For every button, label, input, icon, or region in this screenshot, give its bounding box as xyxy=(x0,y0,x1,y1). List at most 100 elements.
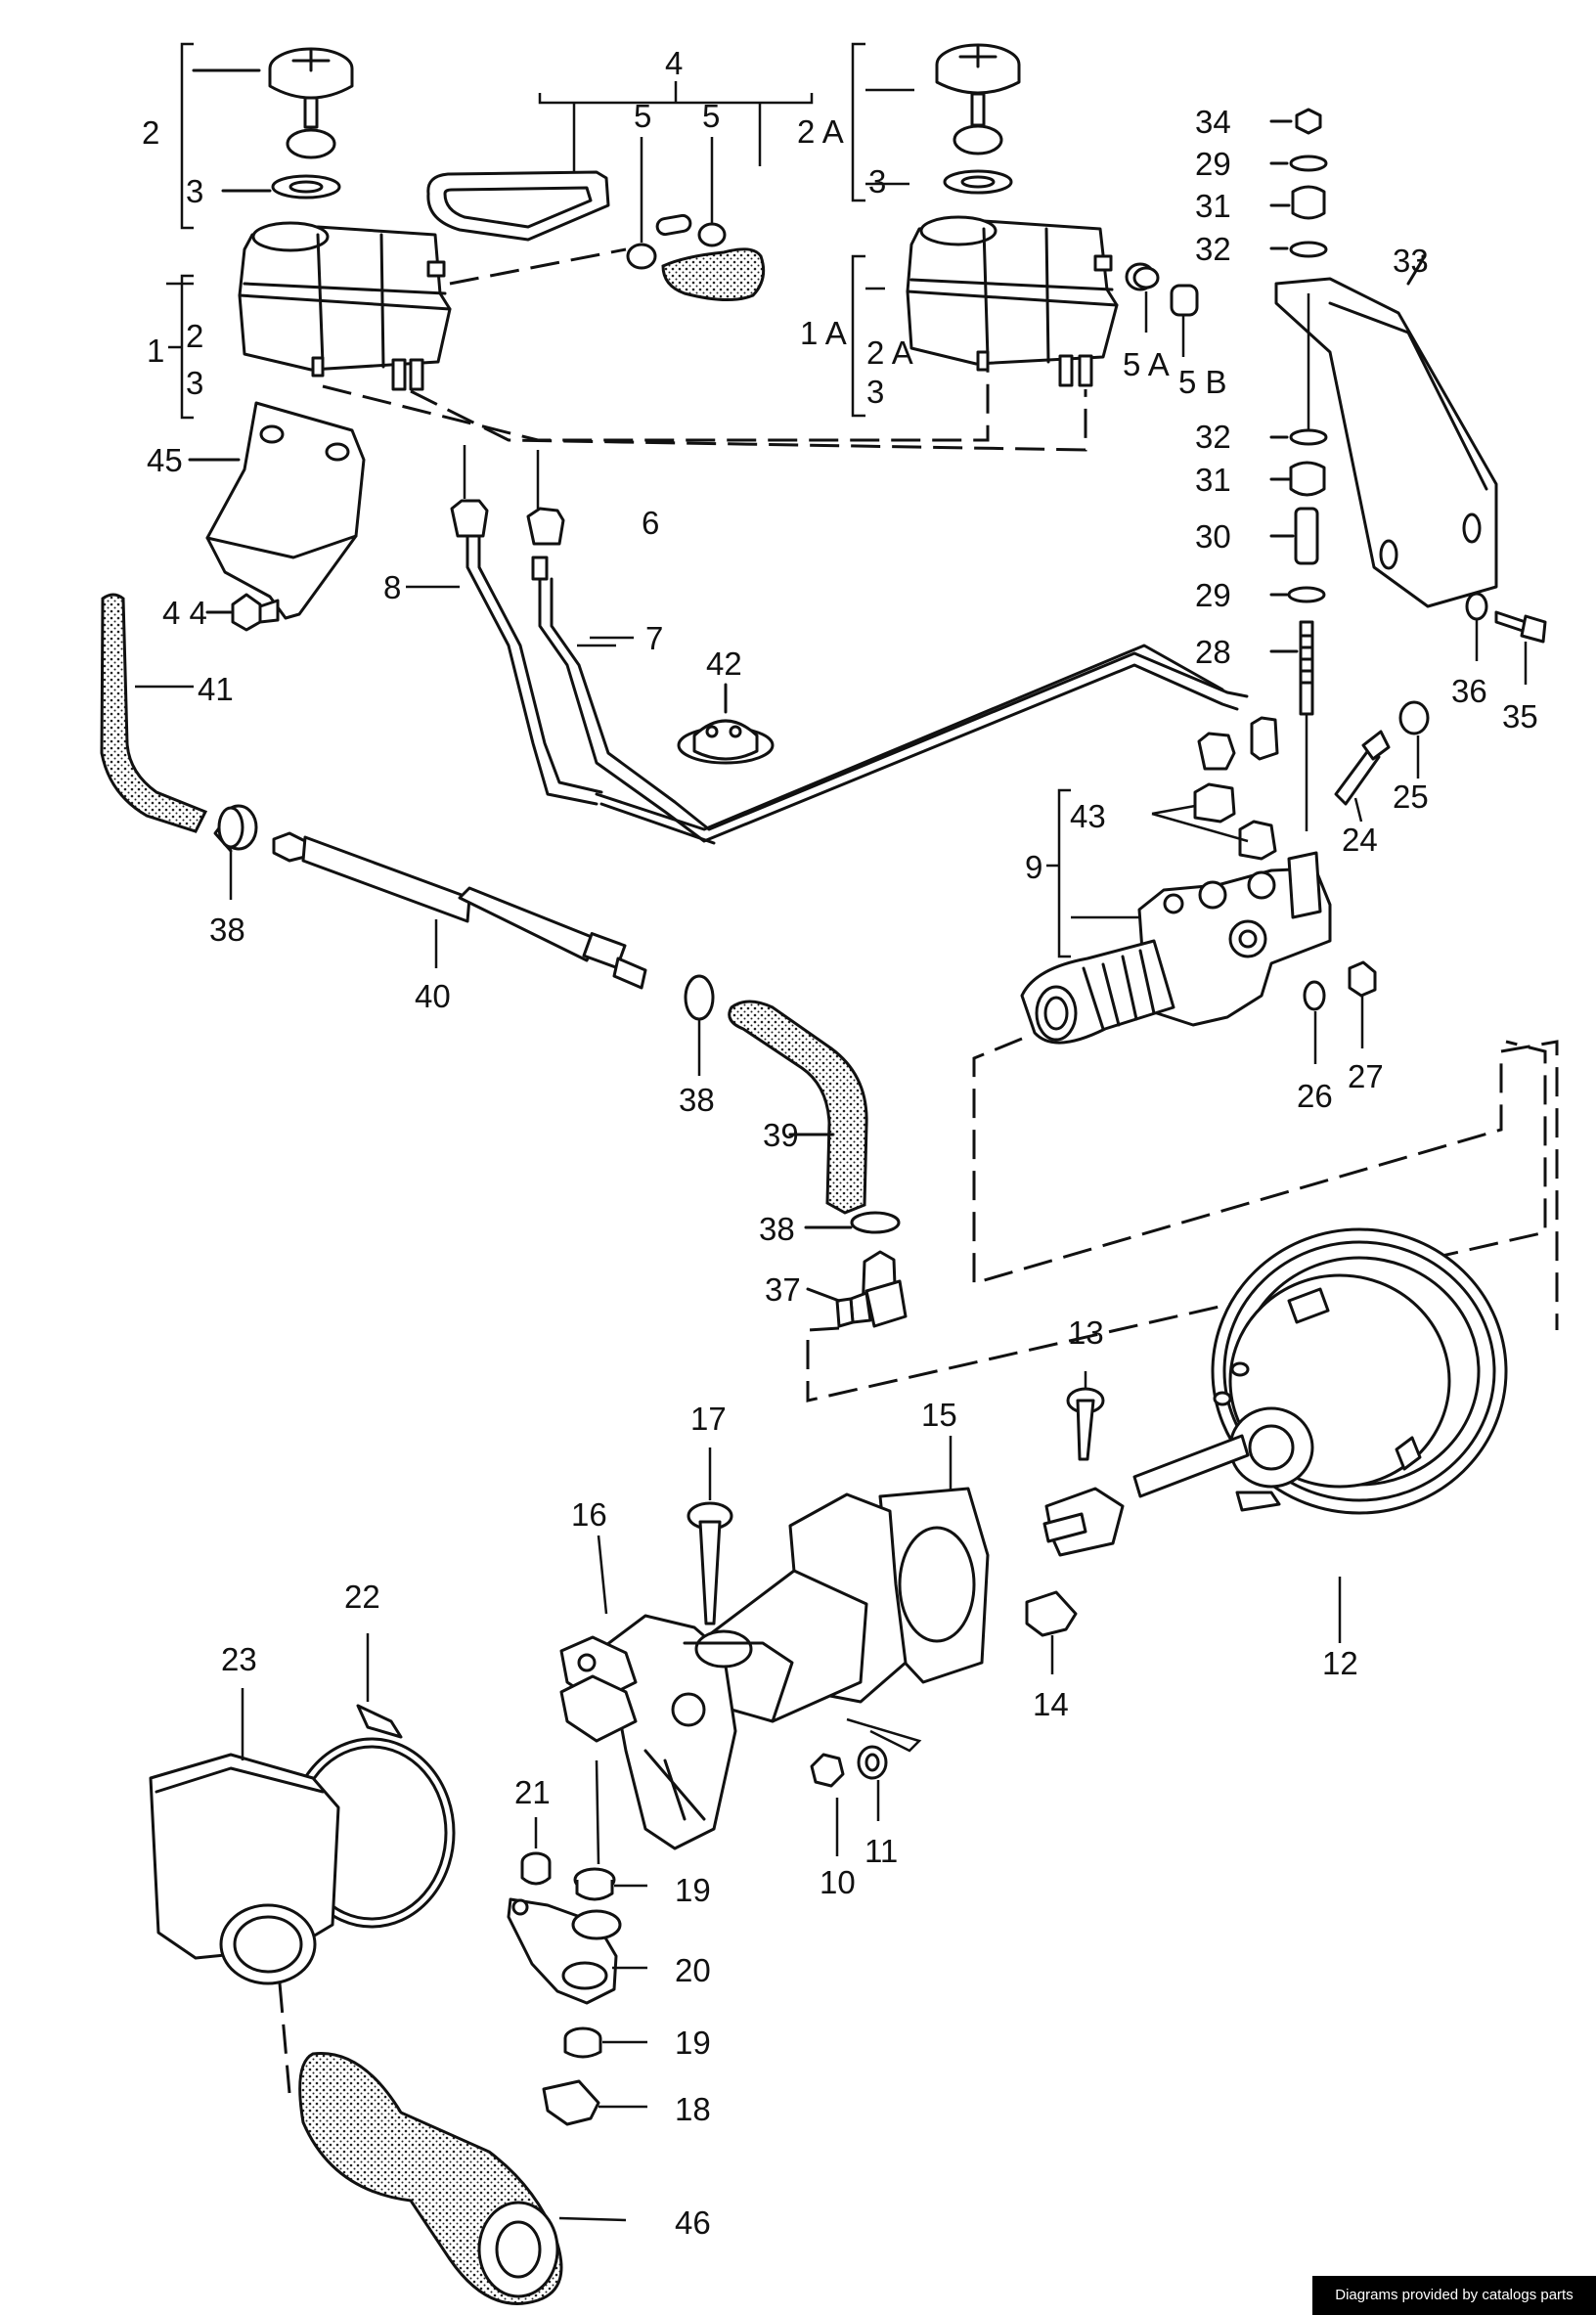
label-9: 9 xyxy=(1025,849,1042,885)
booster-link-dashes xyxy=(972,1037,1559,1330)
vent-hose-loop xyxy=(426,81,814,286)
label-5A: 5 A xyxy=(1123,346,1170,382)
label-2: 2 xyxy=(142,114,159,151)
hose-clamps-top xyxy=(626,137,766,302)
bolt-44 xyxy=(205,593,280,632)
label-3: 3 xyxy=(866,374,884,410)
label-33: 33 xyxy=(1393,243,1429,279)
label-38: 38 xyxy=(679,1082,715,1118)
nut-10-washer-11 xyxy=(810,1717,922,1856)
bolt-35-washer-36 xyxy=(1465,592,1547,685)
label-35: 35 xyxy=(1502,698,1538,735)
label-2A: 2 A xyxy=(797,113,844,150)
brackets-left xyxy=(166,42,194,420)
bracket-33 xyxy=(1274,254,1498,608)
clevis-13-pin xyxy=(1042,1371,1125,1557)
label-29: 29 xyxy=(1195,577,1231,613)
bolt-17 xyxy=(687,1447,733,1625)
label-3: 3 xyxy=(186,365,203,401)
label-23: 23 xyxy=(221,1641,257,1677)
label-11: 11 xyxy=(864,1833,898,1869)
reservoir-connection-lines xyxy=(322,370,1087,509)
vacuum-hose-39 xyxy=(728,1000,868,1215)
callout-labels: 1 2 3 2 3 4 5 5 2 A 3 1 A 2 A 3 5 A 5 B … xyxy=(142,45,1538,2241)
label-31: 31 xyxy=(1195,462,1231,498)
master-cylinder xyxy=(1020,851,1332,1045)
label-8: 8 xyxy=(383,569,401,605)
label-32: 32 xyxy=(1195,419,1231,455)
brake-lines-7-8 xyxy=(406,499,1249,845)
label-44: 4 4 xyxy=(162,595,207,631)
hose-clamp-38-left xyxy=(217,806,244,900)
label-41: 41 xyxy=(198,671,234,707)
label-34: 34 xyxy=(1195,104,1231,140)
label-27: 27 xyxy=(1348,1058,1384,1094)
bellows-46 xyxy=(298,2052,627,2305)
seal-ring-right xyxy=(943,169,1013,195)
label-30: 30 xyxy=(1195,518,1231,555)
elbow-fitting-37 xyxy=(806,1040,1547,1402)
label-21: 21 xyxy=(514,1774,551,1810)
pedal-box-16 xyxy=(559,1492,908,1850)
label-14: 14 xyxy=(1033,1686,1069,1722)
label-20: 20 xyxy=(675,1952,711,1988)
check-valve-line-40 xyxy=(272,831,647,990)
mount-stack-lower xyxy=(1269,293,1328,831)
label-6: 6 xyxy=(642,505,659,541)
reservoir-cap-right xyxy=(935,43,1021,156)
label-26: 26 xyxy=(1297,1078,1333,1114)
label-31: 31 xyxy=(1195,188,1231,224)
label-18: 18 xyxy=(675,2091,711,2127)
label-3: 3 xyxy=(186,173,203,209)
label-38: 38 xyxy=(759,1211,795,1247)
label-5B: 5 B xyxy=(1178,364,1227,400)
label-15: 15 xyxy=(921,1397,957,1433)
label-25: 25 xyxy=(1393,779,1429,815)
label-40: 40 xyxy=(415,978,451,1014)
label-2A: 2 A xyxy=(866,334,913,371)
label-22: 22 xyxy=(344,1579,380,1615)
label-5: 5 xyxy=(702,98,720,134)
label-17: 17 xyxy=(690,1401,727,1437)
lever-20 xyxy=(507,1897,647,2005)
boot-cover-23 xyxy=(149,1688,340,2094)
reservoir-plugs-43 xyxy=(1151,716,1279,861)
bracket-45 xyxy=(188,401,366,620)
label-39: 39 xyxy=(763,1117,799,1153)
fittings-5A-5B xyxy=(1125,262,1199,357)
reservoir-cap-left xyxy=(192,47,354,159)
label-5: 5 xyxy=(634,98,651,134)
label-2: 2 xyxy=(186,318,203,354)
label-45: 45 xyxy=(147,442,183,478)
reservoir-left xyxy=(238,221,452,391)
label-46: 46 xyxy=(675,2204,711,2241)
spring-clip-14 xyxy=(1025,1590,1078,1674)
seal-ring-left xyxy=(221,174,341,200)
gasket-15 xyxy=(878,1436,990,1684)
label-32: 32 xyxy=(1195,231,1231,267)
label-43: 43 xyxy=(1070,798,1106,834)
label-16: 16 xyxy=(571,1496,607,1533)
label-29: 29 xyxy=(1195,146,1231,182)
label-1: 1 xyxy=(147,333,164,369)
label-28: 28 xyxy=(1195,634,1231,670)
label-24: 24 xyxy=(1342,822,1378,858)
label-12: 12 xyxy=(1322,1645,1358,1681)
bushings-19-21 xyxy=(520,1759,647,1901)
brake-booster xyxy=(1132,1227,1508,1643)
brackets-right xyxy=(851,42,914,418)
label-19: 19 xyxy=(675,2025,711,2061)
label-42: 42 xyxy=(706,646,742,682)
label-1A: 1 A xyxy=(800,315,847,351)
bleed-screw-24-cap-25 xyxy=(1334,700,1430,823)
label-13: 13 xyxy=(1068,1314,1104,1351)
washer-26-nut-27 xyxy=(1303,960,1377,1064)
label-37: 37 xyxy=(765,1271,801,1308)
hose-clamp-38-lower xyxy=(804,1211,901,1234)
clip-18 xyxy=(542,2079,647,2126)
credit-badge: Diagrams provided by catalogs parts xyxy=(1312,2276,1596,2315)
label-10: 10 xyxy=(820,1864,856,1900)
grommet-42 xyxy=(677,683,775,765)
label-4: 4 xyxy=(665,45,683,81)
